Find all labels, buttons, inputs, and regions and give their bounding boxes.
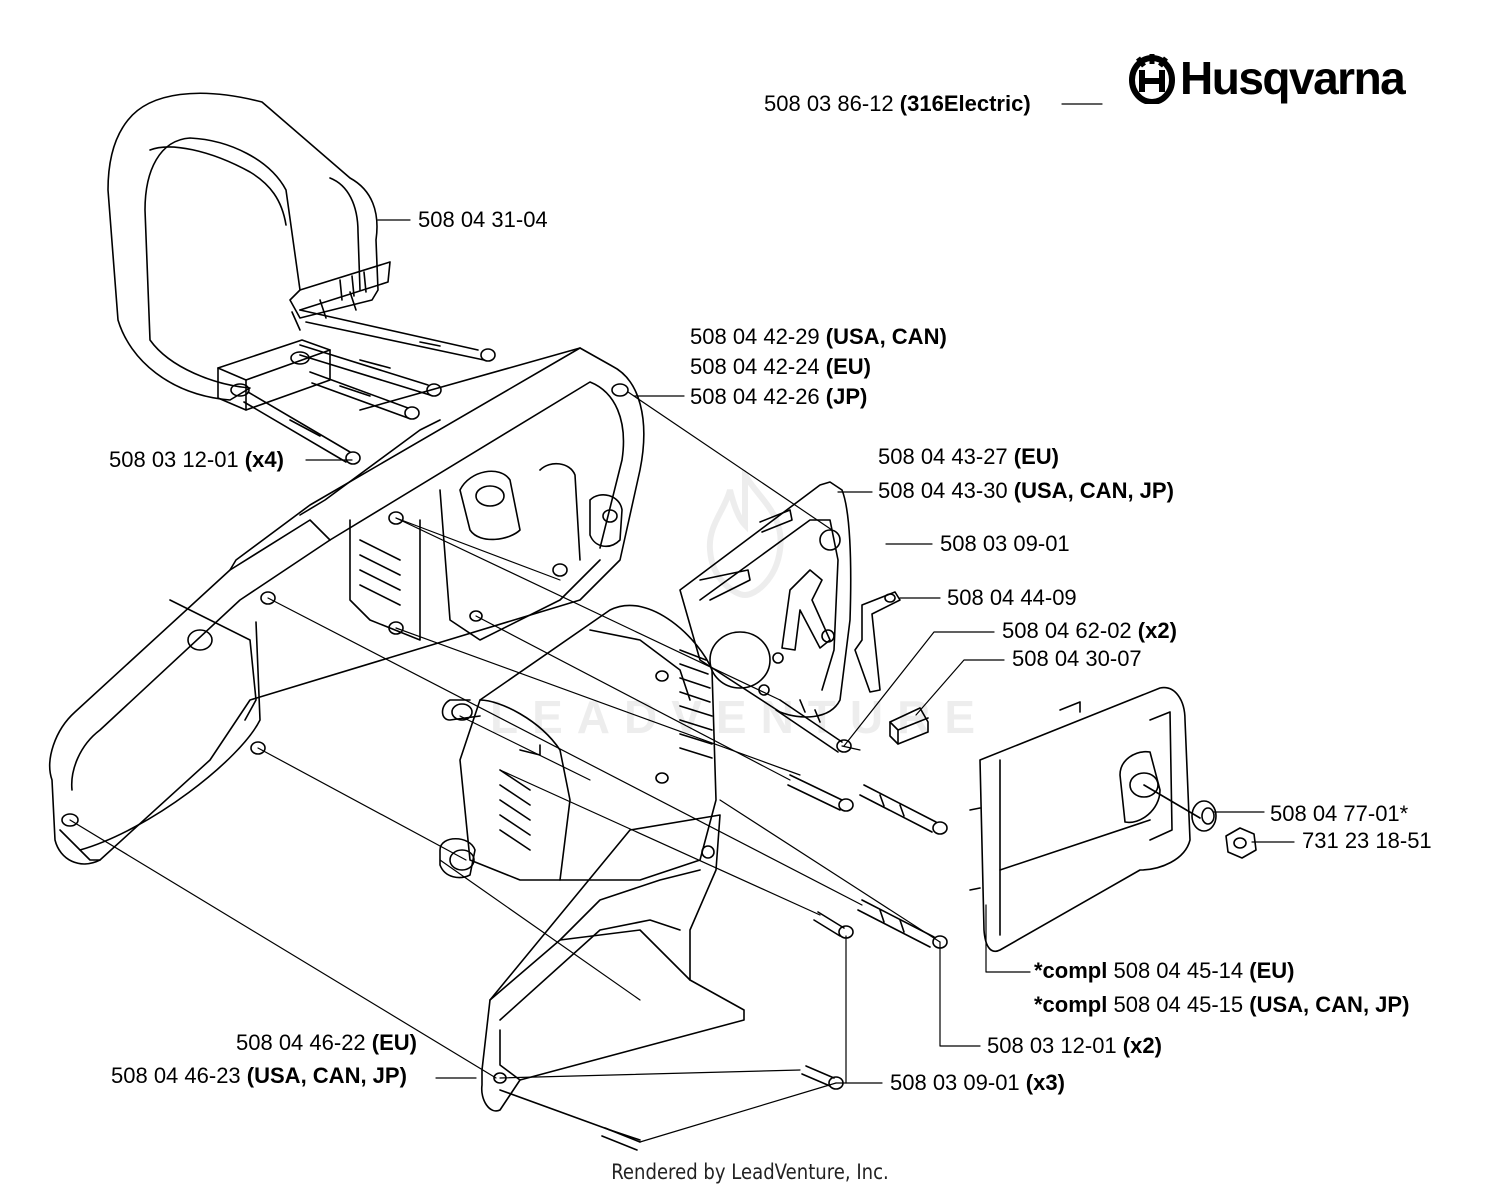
part-note: (EU) <box>371 1030 418 1055</box>
part-number: 508 04 42-26 <box>690 384 820 409</box>
clip-part <box>889 707 929 745</box>
part-number: 508 04 43-27 <box>878 444 1008 469</box>
part-number: 731 23 18-51 <box>1302 828 1432 853</box>
part-label-front-handle-usa: 508 04 46-23 (USA, CAN, JP) <box>111 1063 407 1089</box>
husqvarna-logo: Husqvarna <box>1128 48 1406 108</box>
part-number: 508 04 77-01* <box>1270 801 1409 826</box>
part-number: 508 03 09-01 <box>890 1070 1020 1095</box>
part-label-rear-handle: 508 04 31-04 <box>418 207 548 233</box>
part-label-housing-jp: 508 04 42-26 (JP) <box>690 384 867 410</box>
part-number: 508 04 44-09 <box>947 585 1077 610</box>
part-number: 508 03 12-01 <box>109 447 239 472</box>
part-label-front-handle-eu: 508 04 46-22 (EU) <box>236 1030 417 1056</box>
rear-handle <box>107 92 391 411</box>
part-note: (JP) <box>825 384 868 409</box>
part-label-screw-x4: 508 03 12-01 (x4) <box>109 447 284 473</box>
part-label-bracket: 508 04 44-09 <box>947 585 1077 611</box>
chain-tensioner-bracket <box>854 591 901 693</box>
assembly-lines <box>69 391 941 1143</box>
part-note: (x4) <box>244 447 284 472</box>
part-number: 508 04 31-04 <box>418 207 548 232</box>
part-label-screw-x3: 508 03 09-01 (x3) <box>890 1070 1065 1096</box>
screw-group-handle <box>243 309 496 465</box>
part-number: 508 04 45-15 <box>1113 992 1244 1017</box>
part-note: (x3) <box>1025 1070 1065 1095</box>
part-number: 508 03 12-01 <box>987 1033 1117 1058</box>
part-prefix: *compl <box>1034 992 1108 1017</box>
part-note: (EU) <box>1013 444 1060 469</box>
watermark-text: LEADVENTURE <box>490 691 990 743</box>
washer-and-nut <box>1143 784 1257 859</box>
part-note: (x2) <box>1122 1033 1162 1058</box>
part-label-screw-side: 508 03 09-01 <box>940 531 1070 557</box>
part-note: (EU) <box>1249 958 1295 983</box>
part-number: 508 04 42-29 <box>690 324 820 349</box>
part-prefix: *compl <box>1034 958 1108 983</box>
footer-credit: Rendered by LeadVenture, Inc. <box>611 1160 889 1184</box>
part-number: 508 04 43-30 <box>878 478 1008 503</box>
part-label-washer: 508 04 77-01* <box>1270 801 1408 827</box>
part-label-main: 508 03 86-12 (316Electric) <box>764 91 1031 117</box>
part-label-clip: 508 04 30-07 <box>1012 646 1142 672</box>
part-label-screw-x2: 508 04 62-02 (x2) <box>1002 618 1177 644</box>
part-label-nut: 731 23 18-51 <box>1302 828 1432 854</box>
part-number: 508 04 46-23 <box>111 1063 241 1088</box>
part-number: 508 04 42-24 <box>690 354 820 379</box>
part-label-cover-eu: *compl 508 04 45-14 (EU) <box>1034 958 1295 984</box>
chain-cover <box>969 686 1191 952</box>
part-label-cover-usa: *compl 508 04 45-15 (USA, CAN, JP) <box>1034 992 1409 1018</box>
part-number: 508 04 30-07 <box>1012 646 1142 671</box>
watermark-flame-icon <box>706 470 784 599</box>
part-label-side-plate-eu: 508 04 43-27 (EU) <box>878 444 1059 470</box>
leader-lines <box>305 103 1295 1084</box>
husqvarna-crown-icon <box>1129 54 1175 104</box>
part-note: (x2) <box>1137 618 1177 643</box>
part-note: (USA, CAN) <box>825 324 947 349</box>
main-housing <box>48 347 645 865</box>
part-number: 508 03 09-01 <box>940 531 1070 556</box>
part-label-side-plate-usa: 508 04 43-30 (USA, CAN, JP) <box>878 478 1174 504</box>
part-label-screw-x2-bottom: 508 03 12-01 (x2) <box>987 1033 1162 1059</box>
part-note: (316Electric) <box>899 91 1031 116</box>
part-label-housing-eu: 508 04 42-24 (EU) <box>690 354 871 380</box>
part-note: (USA, CAN, JP) <box>1013 478 1174 503</box>
part-note: (USA, CAN, JP) <box>1249 992 1410 1017</box>
part-number: 508 04 46-22 <box>236 1030 366 1055</box>
front-handle <box>480 814 745 1141</box>
part-note: (USA, CAN, JP) <box>246 1063 407 1088</box>
part-number: 508 04 62-02 <box>1002 618 1132 643</box>
part-number: 508 03 86-12 <box>764 91 894 116</box>
brand-name: Husqvarna <box>1180 52 1406 104</box>
part-label-housing-usa: 508 04 42-29 (USA, CAN) <box>690 324 947 350</box>
part-note: (EU) <box>825 354 872 379</box>
part-number: 508 04 45-14 <box>1113 958 1244 983</box>
